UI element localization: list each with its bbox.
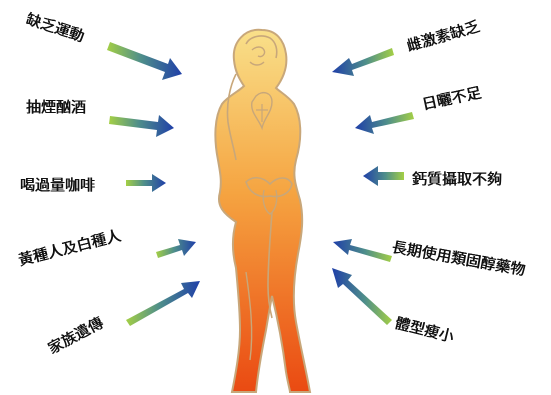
female-body-figure	[215, 30, 310, 392]
arrow-icon	[156, 239, 196, 258]
arrow-icon	[332, 268, 392, 325]
arrow-icon	[355, 112, 414, 134]
arrow-icon	[107, 42, 182, 80]
arrow-icon	[109, 115, 174, 137]
arrow-icon	[126, 281, 200, 326]
arrow-icon	[332, 48, 394, 76]
arrow-icon	[333, 239, 392, 262]
arrow-icon	[363, 166, 404, 186]
label-calcium: 鈣質攝取不夠	[412, 168, 502, 189]
label-coffee: 喝過量咖啡	[20, 174, 95, 195]
arrow-icon	[126, 174, 166, 192]
label-smoking-drinking: 抽煙酗酒	[26, 96, 86, 117]
